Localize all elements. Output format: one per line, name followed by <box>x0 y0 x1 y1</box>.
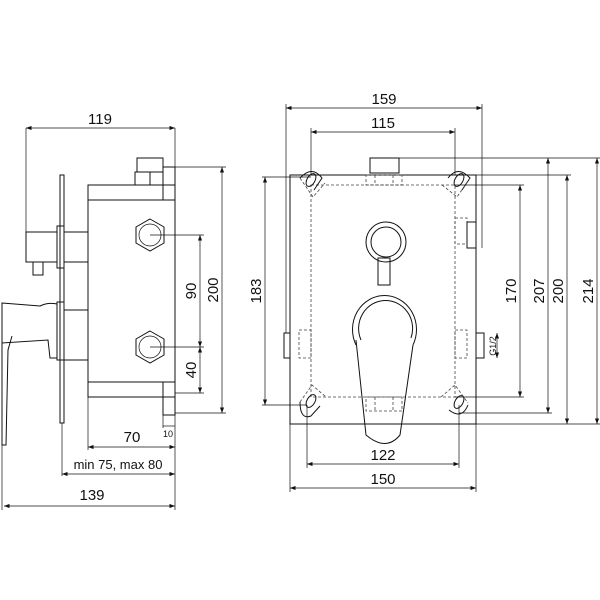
dim-159: 159 <box>371 91 396 108</box>
side-view: 119 200 90 40 10 70 min 75, max 80 139 <box>1 111 226 510</box>
front-box <box>289 174 477 425</box>
mounting-ears <box>299 171 471 418</box>
dim-install-depth: min 75, max 80 <box>74 457 163 472</box>
top-nut-front <box>369 157 400 174</box>
thread-label: G1/2 <box>488 336 498 356</box>
dim-122: 122 <box>370 447 395 464</box>
wall-plate <box>59 174 65 424</box>
dim-10: 10 <box>163 429 173 439</box>
dim-90: 90 <box>183 283 200 300</box>
dim-70: 70 <box>124 429 141 446</box>
dim-40: 40 <box>183 362 200 379</box>
dim-150: 150 <box>370 471 395 488</box>
dim-115: 115 <box>371 115 395 132</box>
diverter-handle <box>365 221 407 286</box>
front-view: 159 115 122 150 183 170 207 200 214 <box>248 91 600 492</box>
dim-183: 183 <box>248 278 265 303</box>
mixer-lever <box>1 302 58 359</box>
dim-214: 214 <box>580 278 597 303</box>
dim-119: 119 <box>88 111 112 128</box>
mounting-outline <box>310 184 456 398</box>
dim-200-front: 200 <box>550 278 567 303</box>
side-body <box>87 184 176 398</box>
diverter-knob <box>25 231 58 263</box>
dim-170: 170 <box>503 278 520 303</box>
top-nut <box>136 157 164 173</box>
mixer-lever-front <box>352 295 417 444</box>
dim-200-side: 200 <box>205 277 222 302</box>
dim-139: 139 <box>79 487 104 504</box>
dim-207: 207 <box>531 278 548 303</box>
